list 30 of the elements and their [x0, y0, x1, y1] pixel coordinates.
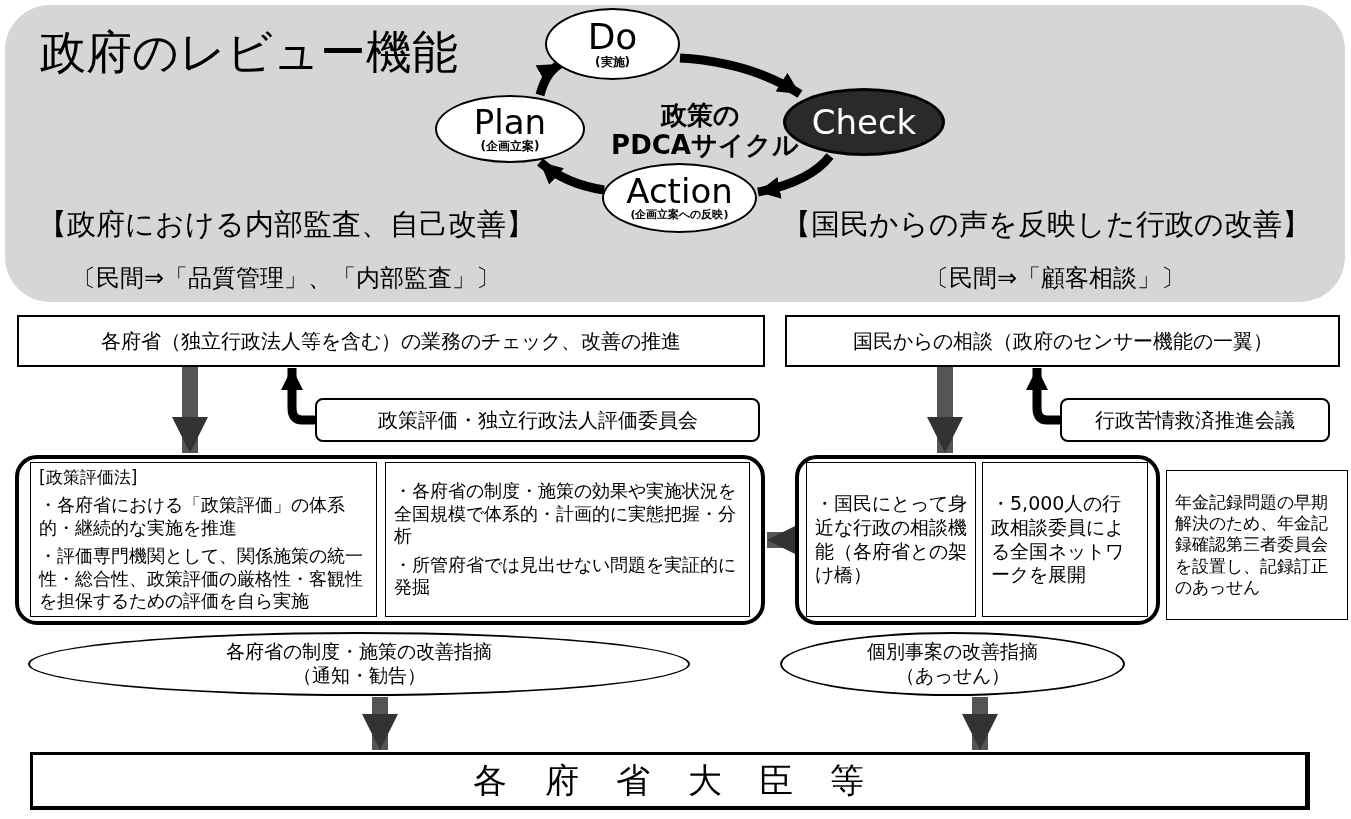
- arrow: [535, 60, 563, 97]
- arrow: [172, 367, 208, 453]
- section-heading: 〔民間⇒「顧客相談」〕: [925, 263, 1186, 294]
- text-box: ・5,000人の行政相談委員による全国ネットワークを展開: [982, 462, 1148, 617]
- text-box: 年金記録問題の早期解決のため、年金記録確認第三者委員会を設置し、記録訂正のあっせん: [1166, 470, 1348, 620]
- arrow: [537, 158, 605, 195]
- arrow: [962, 697, 998, 750]
- arrow: [927, 367, 963, 453]
- section-heading: 【国民からの声を反映した行政の改善】: [782, 206, 1311, 243]
- group-frame: [15, 455, 765, 625]
- arrow: [757, 153, 834, 199]
- section-heading: 〔民間⇒「品質管理」、「内部監査」〕: [72, 263, 501, 294]
- arrow: [679, 53, 803, 98]
- result-bar: 各府省大臣等: [30, 752, 1310, 810]
- cycle-caption: 政策の: [660, 99, 740, 132]
- cycle-ellipse: 各府省の制度・施策の改善指摘 （通知・勧告）: [28, 632, 690, 696]
- title: 政府のレビュー機能: [40, 24, 458, 81]
- arrow: [362, 697, 398, 750]
- heading-box: 国民からの相談（政府のセンサー機能の一翼）: [785, 315, 1340, 367]
- committee-box: 行政苦情救済推進会議: [1060, 398, 1330, 442]
- heading-box: 各府省（独立行政法人等を含む）の業務のチェック、改善の推進: [17, 315, 765, 367]
- arrow: [1026, 368, 1060, 425]
- section-heading: 【政府における内部監査、自己改善】: [38, 206, 535, 243]
- arrow: [281, 368, 315, 425]
- text-box: ・国民にとって身近な行政の相談機能（各府省との架け橋）: [806, 462, 976, 617]
- text-box: [政策評価法] ・各府省における「政策評価」の体系的・継続的な実施を推進 ・評価専門機関として、関係施策の統一性・総合性、政策評価の厳格性・客観性を担保するための評価を自ら実施: [30, 462, 377, 617]
- group-frame: [795, 455, 1160, 625]
- cycle-ellipse: 個別事案の改善指摘 （あっせん）: [780, 632, 1125, 696]
- committee-box: 政策評価・独立行政法人評価委員会: [315, 398, 760, 442]
- text-box: ・各府省の制度・施策の効果や実施状況を全国規模で体系的・計画的に実態把握・分析 ・所管府省では見出せない問題を実証的に発掘: [385, 462, 750, 617]
